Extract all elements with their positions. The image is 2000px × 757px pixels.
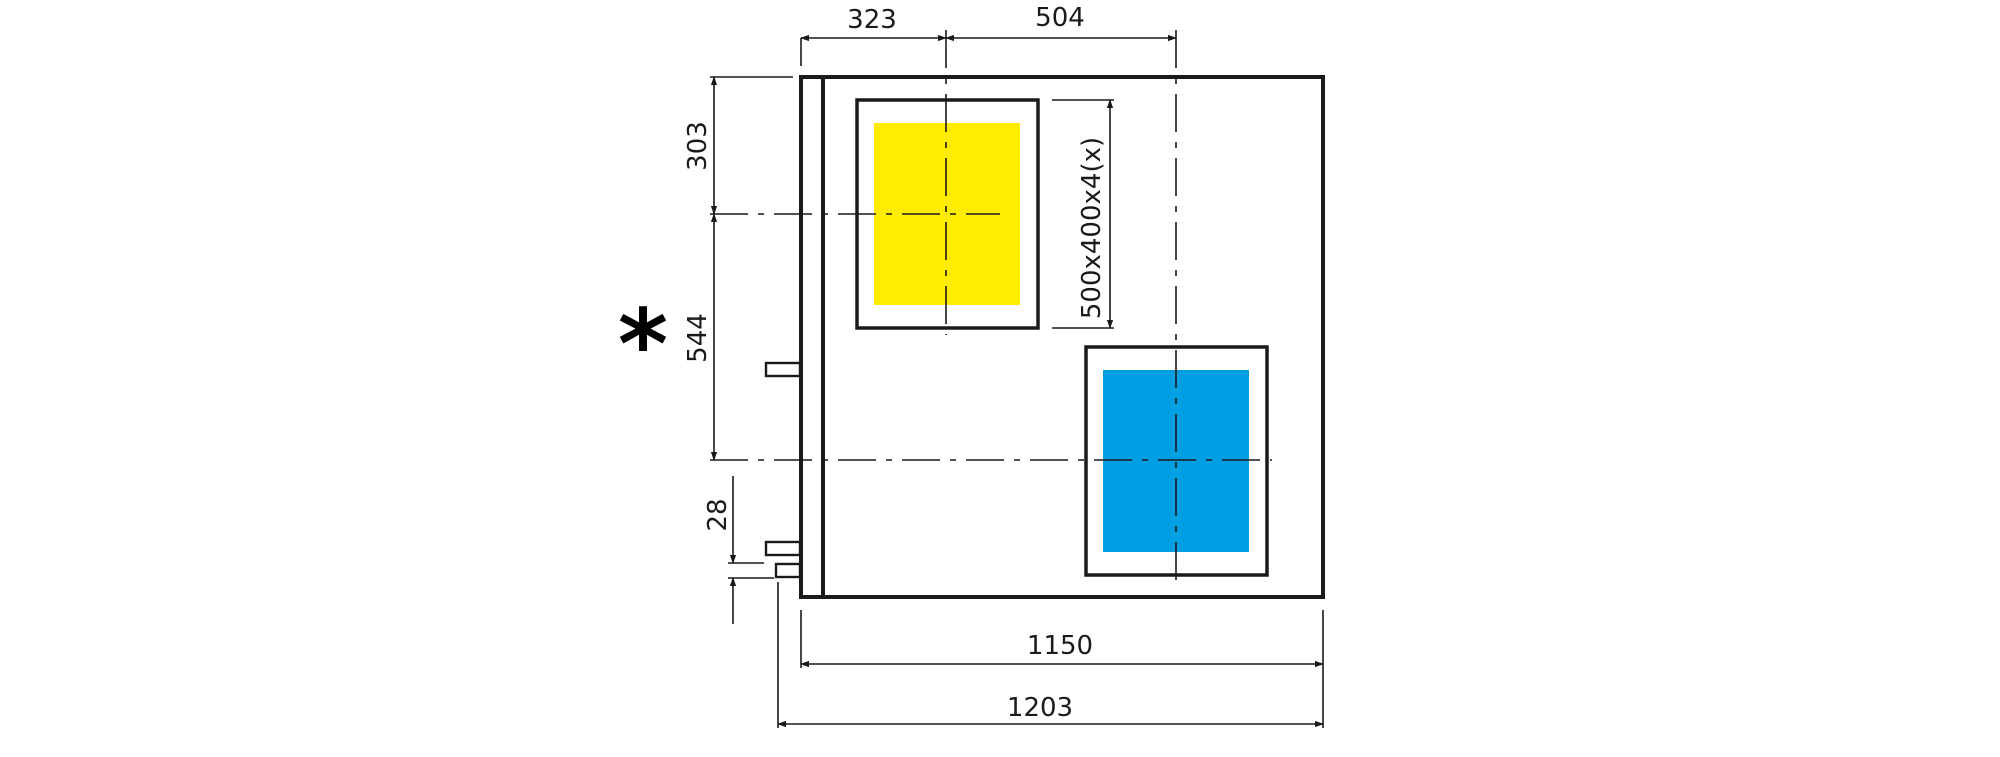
panel-outline	[799, 75, 1325, 599]
side-tab-lower-2	[774, 562, 802, 579]
asterisk-marker: *	[618, 289, 668, 401]
dim-label-window-size: 500x400x4(x)	[1077, 137, 1107, 319]
dim-label-28: 28	[703, 498, 733, 531]
dim-label-1203: 1203	[1007, 693, 1073, 723]
dim-label-544: 544	[683, 313, 713, 363]
window-pane-blue	[1103, 370, 1249, 552]
dim-label-303: 303	[683, 121, 713, 171]
dim-label-1150: 1150	[1027, 631, 1093, 661]
dim-label-323: 323	[847, 5, 897, 35]
side-tab-lower-1	[764, 540, 802, 557]
side-tab-upper	[764, 361, 802, 378]
dim-label-504: 504	[1035, 3, 1085, 33]
